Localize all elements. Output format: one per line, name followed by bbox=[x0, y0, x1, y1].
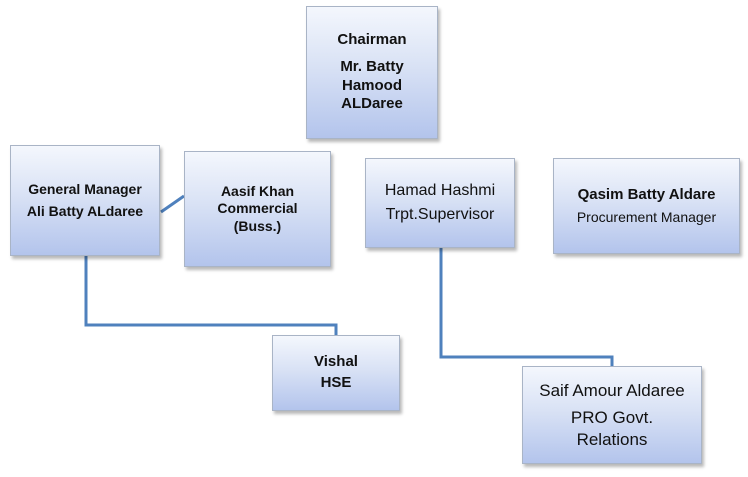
hamad-line2: Trpt.Supervisor bbox=[385, 206, 495, 223]
aasif-line3: (Buss.) bbox=[233, 217, 282, 234]
chairman-name-line2: Hamood bbox=[342, 76, 402, 94]
node-hamad-hashmi: Hamad Hashmi Trpt.Supervisor bbox=[365, 158, 515, 248]
saif-line3: Relations bbox=[576, 429, 648, 449]
vishal-line2: HSE bbox=[320, 374, 352, 391]
node-saif-amour: Saif Amour Aldaree PRO Govt. Relations bbox=[522, 366, 702, 464]
connector-hamad-saif bbox=[439, 248, 614, 366]
node-qasim-batty: Qasim Batty Aldare Procurement Manager bbox=[553, 158, 740, 254]
node-chairman: Chairman Mr. Batty Hamood ALDaree bbox=[306, 6, 438, 139]
aasif-line1: Aasif Khan bbox=[220, 182, 295, 199]
connector-gm-vishal bbox=[84, 256, 338, 335]
hamad-line1: Hamad Hashmi bbox=[384, 182, 496, 199]
node-aasif-khan: Aasif Khan Commercial (Buss.) bbox=[184, 151, 331, 267]
saif-line1: Saif Amour Aldaree bbox=[539, 381, 685, 401]
node-general-manager: General Manager Ali Batty ALdaree bbox=[10, 145, 160, 256]
aasif-line2: Commercial bbox=[217, 200, 298, 217]
gm-title: General Manager bbox=[28, 181, 142, 197]
qasim-name: Qasim Batty Aldare bbox=[577, 185, 716, 203]
vishal-line1: Vishal bbox=[314, 353, 358, 371]
gm-name: Ali Batty ALdaree bbox=[26, 202, 144, 219]
node-vishal: Vishal HSE bbox=[272, 335, 400, 411]
connector-gm-aasif bbox=[160, 194, 185, 214]
chairman-name-line1: Mr. Batty bbox=[340, 57, 404, 75]
chairman-name-line3: ALDaree bbox=[341, 95, 403, 113]
saif-line2: PRO Govt. bbox=[570, 408, 654, 428]
chairman-title: Chairman bbox=[337, 31, 407, 48]
qasim-title: Procurement Manager bbox=[576, 208, 717, 225]
